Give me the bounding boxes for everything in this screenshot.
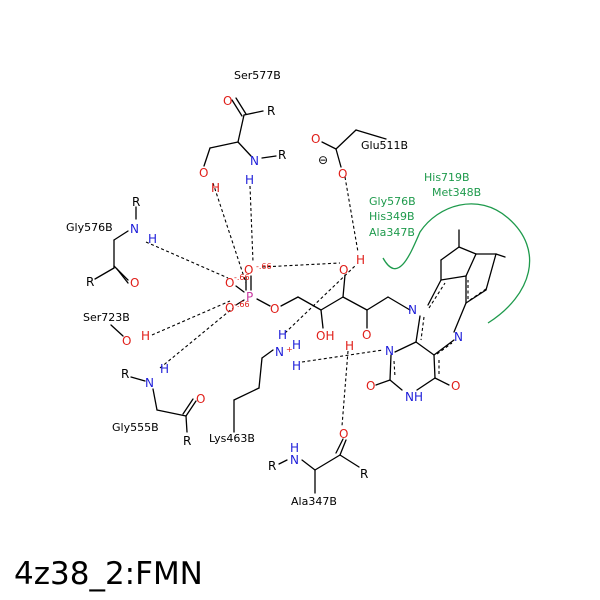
hydroxyl-label: OH: [316, 329, 334, 343]
hydrophobic-label: Gly576B: [369, 195, 416, 208]
atom-h: H: [148, 232, 157, 246]
hydrophobic-label: Ala347B: [369, 226, 415, 239]
atom-n: N: [145, 376, 154, 390]
atom-p: P: [246, 290, 253, 304]
atom-n: N: [385, 344, 394, 358]
atom-o: O: [362, 328, 371, 342]
atom-o: O: [199, 166, 208, 180]
atom-r: R: [278, 148, 286, 162]
atom-h: H: [290, 441, 299, 455]
atom-o: O: [244, 263, 253, 277]
hydrophobic-labels: His719B Met348B Gly576B His349B Ala347B: [369, 171, 481, 239]
atom-o: O: [130, 276, 139, 290]
atom-o: O: [225, 301, 234, 315]
atom-h: H: [345, 339, 354, 353]
atom-h: H: [160, 362, 169, 376]
charge-label: -.66: [234, 300, 250, 309]
charge-label: -.66: [256, 262, 272, 271]
atom-o: O: [122, 334, 131, 348]
atom-n-plus: N: [275, 345, 284, 359]
hydrophobic-label: His719B: [424, 171, 470, 184]
atom-o: O: [339, 263, 348, 277]
covalent-bonds: [94, 97, 506, 494]
atom-h: H: [356, 253, 365, 267]
residue-label-gly576: Gly576B: [66, 221, 113, 234]
atom-o: O: [366, 379, 375, 393]
residue-label-ser723: Ser723B: [83, 311, 130, 324]
residue-labels: Ser577B Glu511B Gly576B Ser723B Gly555B …: [66, 69, 408, 508]
atom-o: O: [311, 132, 320, 146]
atom-h: H: [292, 359, 301, 373]
atom-n: N: [250, 154, 259, 168]
charge-minus: ⊖: [318, 153, 328, 167]
atom-o: O: [196, 392, 205, 406]
atom-h: H: [141, 329, 150, 343]
residue-label-gly555: Gly555B: [112, 421, 159, 434]
atom-o: O: [223, 94, 232, 108]
atom-n: N: [454, 330, 463, 344]
atom-labels: O R N R H O H O ⊖ O R N H R O O -.66 O -…: [86, 94, 463, 481]
charge-label: -.66: [234, 273, 250, 282]
hydrophobic-contact-arc: [382, 203, 531, 324]
atom-r: R: [183, 434, 191, 448]
atom-n: N: [408, 303, 417, 317]
atom-o: O: [451, 379, 460, 393]
atom-n: N: [290, 453, 299, 467]
atom-o: O: [339, 427, 348, 441]
hydrophobic-label: Met348B: [432, 186, 481, 199]
structure-title: 4z38_2:FMN: [14, 556, 203, 592]
atom-o: O: [225, 276, 234, 290]
charge-plus: +: [286, 345, 293, 354]
atom-h: H: [292, 338, 301, 352]
residue-label-glu511: Glu511B: [361, 139, 408, 152]
atom-r: R: [132, 195, 140, 209]
residue-label-ala347: Ala347B: [291, 495, 337, 508]
atom-o: O: [338, 167, 347, 181]
atom-r: R: [268, 459, 276, 473]
atom-h: H: [278, 328, 287, 342]
atom-h: H: [211, 181, 220, 195]
ring-nh-label: NH: [405, 390, 423, 404]
aromatic-bonds: [393, 280, 487, 378]
hydrogen-bonds: [145, 176, 384, 427]
atom-n: N: [130, 222, 139, 236]
atom-r: R: [360, 467, 368, 481]
atom-r: R: [121, 367, 129, 381]
hydrophobic-label: His349B: [369, 210, 415, 223]
atom-h: H: [245, 173, 254, 187]
atom-o: O: [270, 302, 279, 316]
atom-r: R: [267, 104, 275, 118]
residue-label-lys463: Lys463B: [209, 432, 255, 445]
atom-r: R: [86, 275, 94, 289]
residue-label-ser577: Ser577B: [234, 69, 281, 82]
